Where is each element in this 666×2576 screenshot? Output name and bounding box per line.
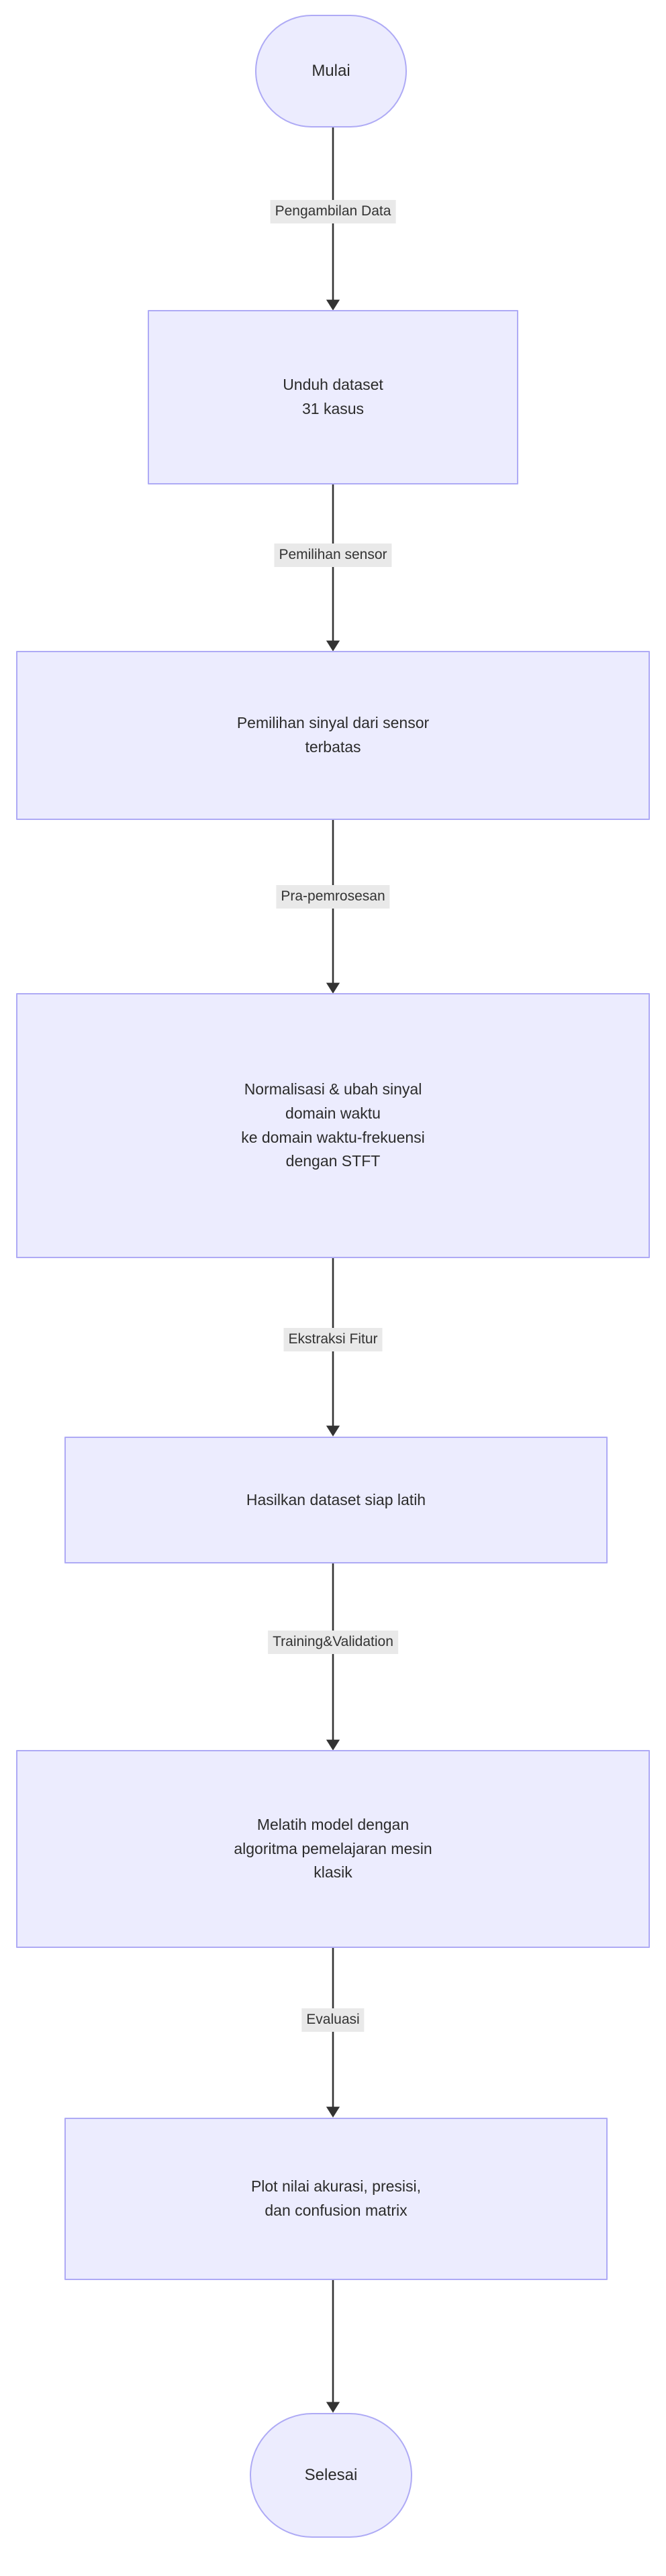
edge-label-evaluasi: Evaluasi — [301, 2008, 365, 2032]
node-start-label: Mulai — [312, 62, 350, 81]
node-pemilihan-sinyal-label: Pemilihan sinyal dari sensor terbatas — [236, 714, 430, 756]
node-melatih-model[interactable]: Melatih model dengan algoritma pemelajar… — [16, 1750, 650, 1948]
node-hasilkan-dataset-label: Hasilkan dataset siap latih — [246, 1490, 426, 1508]
edge-label-training-validation: Training&Validation — [268, 1631, 398, 1655]
node-start[interactable]: Mulai — [255, 15, 407, 127]
node-hasilkan-dataset[interactable]: Hasilkan dataset siap latih — [64, 1437, 608, 1563]
node-normalisasi-stft[interactable]: Normalisasi & ubah sinyal domain waktu k… — [16, 993, 650, 1258]
edge-label-pengambilan-data: Pengambilan Data — [270, 200, 396, 224]
node-melatih-model-label: Melatih model dengan algoritma pemelajar… — [234, 1816, 432, 1882]
node-end-label: Selesai — [304, 2466, 358, 2485]
edge-label-pra-pemrosesan: Pra-pemrosesan — [276, 885, 390, 909]
edge-label-pemilihan-sensor: Pemilihan sensor — [274, 544, 392, 568]
node-unduh-dataset-label: Unduh dataset 31 kasus — [283, 376, 383, 417]
edge-label-ekstraksi-fitur: Ekstraksi Fitur — [283, 1328, 383, 1352]
node-end[interactable]: Selesai — [250, 2413, 412, 2538]
node-plot-evaluasi[interactable]: Plot nilai akurasi, presisi, dan confusi… — [64, 2118, 608, 2280]
node-unduh-dataset[interactable]: Unduh dataset 31 kasus — [148, 310, 518, 484]
node-plot-evaluasi-label: Plot nilai akurasi, presisi, dan confusi… — [250, 2177, 422, 2219]
node-normalisasi-stft-label: Normalisasi & ubah sinyal domain waktu k… — [241, 1080, 425, 1170]
node-pemilihan-sinyal[interactable]: Pemilihan sinyal dari sensor terbatas — [16, 651, 650, 820]
